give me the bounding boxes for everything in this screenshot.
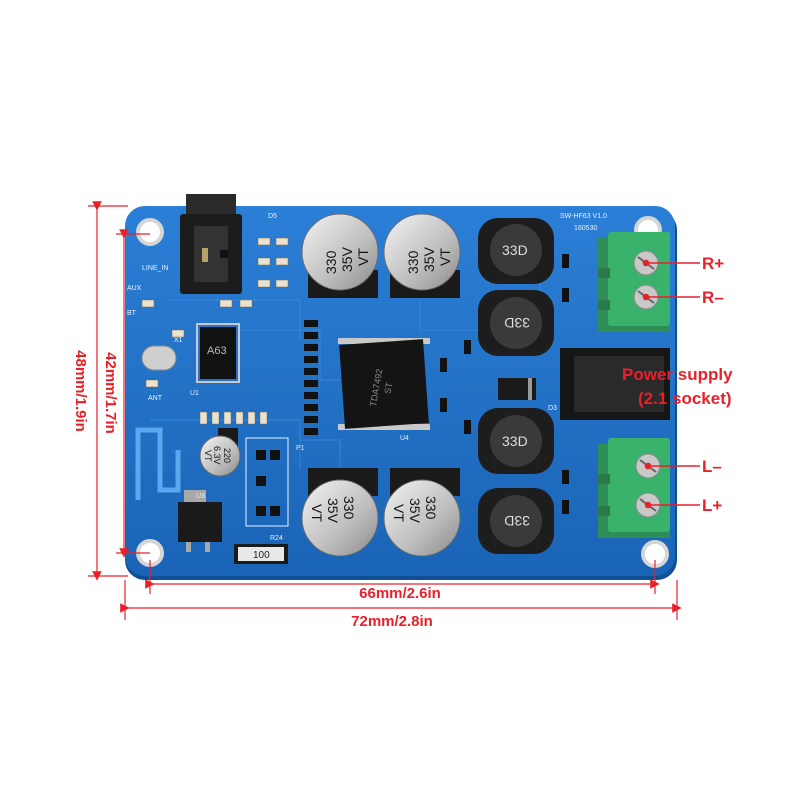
label-r-plus: R+ <box>702 254 724 273</box>
height-inner-label: 42mm/1.7in <box>102 352 119 434</box>
cap-text: 35V <box>339 246 355 272</box>
amplifier-chip: TDA7492 ST <box>338 338 430 430</box>
u1-text: U1 <box>190 390 199 397</box>
height-outer-label: 48mm/1.9in <box>72 350 89 432</box>
x1-text: X1 <box>174 337 183 344</box>
chip-a63-text: A63 <box>207 345 227 357</box>
cap-text: 35V <box>325 498 341 524</box>
d3-text: D3 <box>548 405 557 412</box>
power-socket <box>560 348 670 420</box>
capacitor-top-left: 330 35V VT <box>301 213 379 298</box>
aux-text: AUX <box>127 285 142 292</box>
cap-text: 6.3V <box>212 446 222 465</box>
label-power-supply: Power supply <box>622 365 733 384</box>
terminal-block-right-channel <box>598 232 670 332</box>
resistor-r24: 100 <box>234 544 288 564</box>
d5-text: D5 <box>268 213 277 220</box>
cap-text: VT <box>391 504 407 522</box>
audio-jack <box>180 194 242 294</box>
inductor-text: 33D <box>504 513 530 529</box>
capacitor-bottom-right: 330 35V VT <box>383 468 461 557</box>
silkscreen-labels: SW-HF63 V1.0 160530 LINE_IN AUX BT ANT U… <box>127 213 607 542</box>
cap-text: VT <box>355 248 371 266</box>
inductor-1: 33D <box>478 218 554 284</box>
voltage-regulator <box>178 490 222 552</box>
capacitor-top-right: 330 35V VT <box>383 213 461 298</box>
crystal-oscillator <box>141 345 177 371</box>
inductor-2: 33D <box>478 290 554 356</box>
cap-text: 220 <box>222 448 232 463</box>
cap-text: 35V <box>407 498 423 524</box>
bt-text: BT <box>127 310 137 317</box>
inductor-text: 33D <box>502 433 528 449</box>
bluetooth-chip: A63 <box>196 323 240 383</box>
cap-text: VT <box>309 504 325 522</box>
smd-components <box>141 237 569 527</box>
inductor-text: 33D <box>504 315 530 331</box>
cap-text: 330 <box>423 496 439 520</box>
capacitor-bottom-left: 330 35V VT <box>301 468 379 557</box>
r24-value-text: 100 <box>253 550 270 561</box>
width-inner-label: 66mm/2.6in <box>359 585 441 602</box>
terminal-block-left-channel <box>598 438 670 538</box>
label-l-plus: L+ <box>702 496 722 515</box>
inductor-text: 33D <box>502 242 528 258</box>
inductor-3: 33D <box>478 408 554 474</box>
line-in-text: LINE_IN <box>142 265 168 272</box>
cap-text: 330 <box>323 250 339 274</box>
p1-text: P1 <box>296 445 305 452</box>
date-text: 160530 <box>574 225 597 232</box>
cap-text: VT <box>437 248 453 266</box>
pcb-antenna <box>135 427 181 500</box>
label-power-socket: (2.1 socket) <box>638 389 732 408</box>
cap-text: VT <box>203 450 213 462</box>
u4-text: U4 <box>400 435 409 442</box>
u3-text: U3 <box>196 493 205 500</box>
ant-text: ANT <box>148 395 163 402</box>
cap-text: 330 <box>405 250 421 274</box>
label-r-minus: R– <box>702 288 724 307</box>
cap-text: 330 <box>341 496 357 520</box>
width-outer-label: 72mm/2.8in <box>351 613 433 630</box>
model-text: SW-HF63 V1.0 <box>560 213 607 220</box>
amp-chip-text-2: ST <box>382 381 394 395</box>
capacitor-small: 220 6.3V VT <box>199 428 241 477</box>
dimension-lines <box>88 201 682 620</box>
label-l-minus: L– <box>702 457 722 476</box>
cap-text: 35V <box>421 246 437 272</box>
inductor-4: 33D <box>478 488 554 554</box>
annotation-leaders <box>642 259 700 509</box>
r24-text: R24 <box>270 535 283 542</box>
